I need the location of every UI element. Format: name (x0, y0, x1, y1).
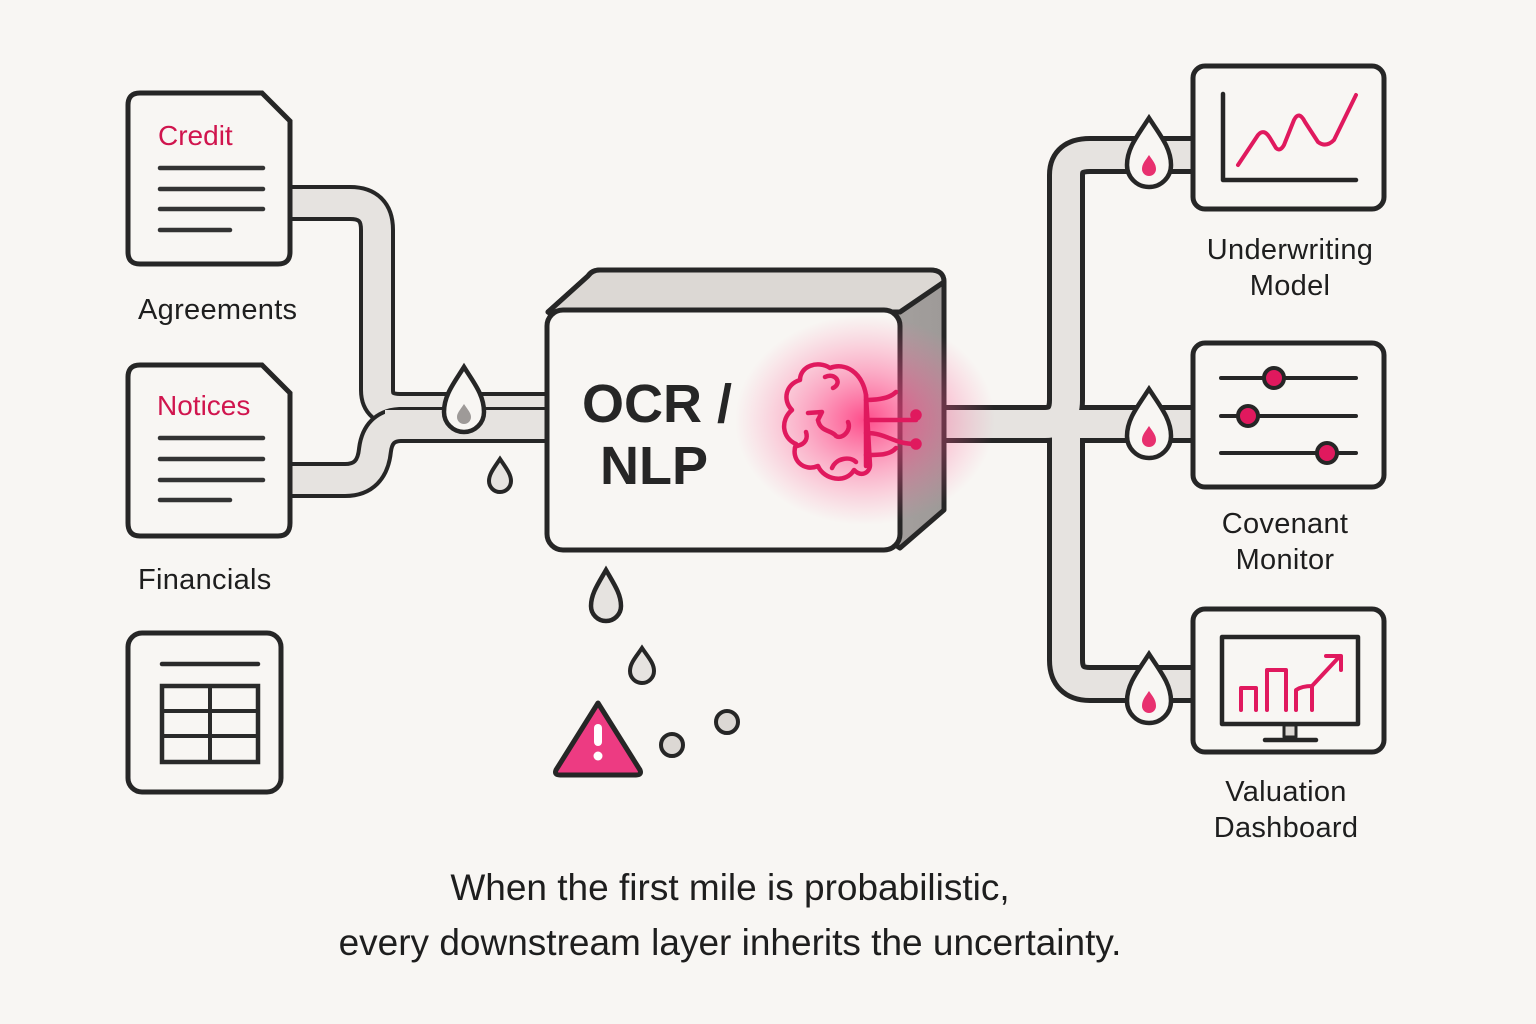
doc-heading-notices: Notices (157, 390, 251, 421)
output-label-line2: Model (1249, 270, 1331, 302)
residue-dot-icon (659, 732, 685, 758)
sliders-icon (1219, 366, 1358, 465)
drop-icon (1124, 649, 1174, 726)
table-grid-icon (159, 661, 261, 765)
line-chart-icon (1220, 91, 1359, 183)
drop-icon (441, 362, 487, 435)
monitor-bar-chart-icon (1219, 634, 1361, 743)
input-label-financials: Financials (138, 564, 272, 596)
drop-icon (1124, 384, 1174, 461)
output-label-line1: Valuation (1225, 776, 1347, 808)
processor-title-line1: OCR / (582, 374, 733, 434)
caption: When the first mile is probabilistic, ev… (0, 860, 1460, 970)
input-pipes (272, 185, 564, 498)
doc-notices-financials[interactable] (125, 362, 293, 539)
output-label-underwriting: Underwriting Model (1180, 232, 1400, 304)
brain-circuit-icon (782, 362, 922, 481)
input-label-agreements: Agreements (138, 294, 298, 326)
caption-line2: every downstream layer inherits the unce… (338, 922, 1122, 963)
falling-drop-icon (627, 644, 657, 685)
output-label-covenant: Covenant Monitor (1175, 506, 1395, 578)
output-label-line2: Monitor (1235, 544, 1335, 576)
residue-dot-icon (714, 709, 740, 735)
drop-icon (1124, 113, 1174, 190)
output-label-line1: Underwriting (1206, 234, 1374, 266)
processor-title-line2: NLP (600, 436, 708, 496)
doc-text-lines-icon (157, 165, 266, 233)
doc-spreadsheet[interactable] (125, 630, 284, 795)
output-covenant-monitor[interactable] (1190, 340, 1387, 490)
doc-credit-agreements[interactable] (125, 90, 293, 267)
falling-drop-icon (588, 565, 624, 624)
warning-triangle-icon (553, 700, 643, 778)
output-valuation-dashboard[interactable] (1190, 606, 1387, 755)
doc-text-lines-icon (157, 435, 266, 503)
output-underwriting-model[interactable] (1190, 63, 1387, 212)
caption-line1: When the first mile is probabilistic, (450, 867, 1010, 908)
output-label-line1: Covenant (1221, 508, 1349, 540)
output-label-valuation: Valuation Dashboard (1176, 774, 1396, 846)
doc-heading-credit: Credit (158, 120, 233, 151)
output-label-line2: Dashboard (1213, 812, 1359, 844)
ocr-nlp-processor[interactable] (544, 267, 995, 553)
falling-drop-icon (486, 455, 514, 494)
